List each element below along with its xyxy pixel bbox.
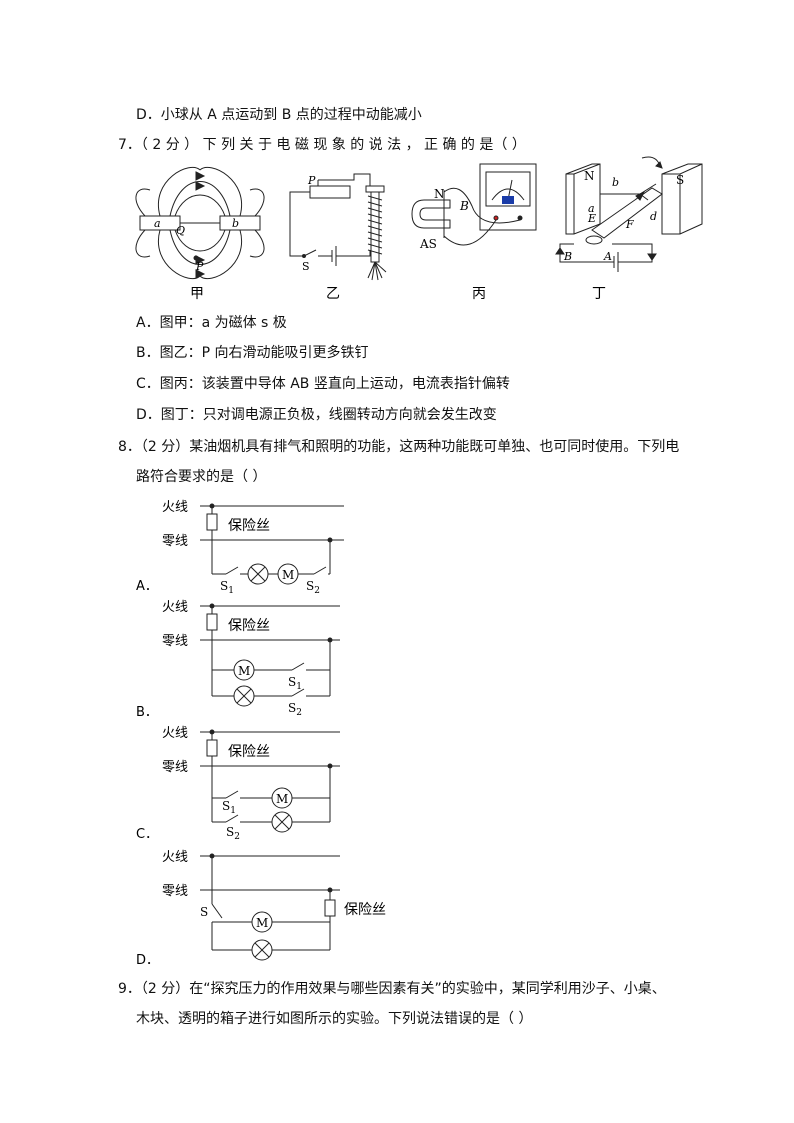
- ding-e: E: [587, 212, 596, 225]
- ding-a: a: [588, 202, 595, 215]
- jia-p: P: [195, 260, 204, 273]
- q9-line1: 9．（2 分）在“探究压力的作用效果与哪些因素有关”的实验中，某同学利用沙子、小…: [118, 981, 666, 997]
- c-live: 火线: [162, 726, 188, 741]
- ding-d: d: [650, 210, 657, 223]
- yi-s: S: [302, 260, 310, 273]
- q6-option-d: D．小球从 A 点运动到 B 点的过程中动能减小: [136, 107, 422, 123]
- ding-a-cap: A: [603, 250, 612, 263]
- c-s1: S1: [222, 799, 236, 816]
- c-s2: S2: [226, 825, 240, 842]
- circuit-b: [200, 603, 340, 707]
- ding-b: b: [612, 176, 619, 189]
- a-fuse: 保险丝: [228, 518, 270, 534]
- c-fuse: 保险丝: [228, 744, 270, 760]
- figure-bing: [411, 163, 537, 246]
- bing-as: AS: [419, 237, 437, 251]
- a-live: 火线: [162, 500, 188, 515]
- bing-b: B: [459, 199, 469, 213]
- yi-p: P: [307, 174, 316, 187]
- q7-stem: 7．（ 2 分 ） 下 列 关 于 电 磁 现 象 的 说 法 ， 正 确 的 …: [118, 137, 526, 153]
- q7-option-b: B．图乙：P 向右滑动能吸引更多铁钉: [136, 345, 369, 361]
- ding-b-cap: B: [563, 250, 572, 263]
- q7-figures: a b Q P 甲 P S 乙 N B AS 丙: [135, 156, 703, 302]
- ding-n: N: [584, 169, 595, 183]
- d-live: 火线: [162, 850, 188, 865]
- jia-label: 甲: [190, 286, 204, 302]
- q7-option-c: C．图丙：该装置中导体 AB 竖直向上运动，电流表指针偏转: [136, 376, 510, 392]
- option-d-label: D．: [136, 953, 159, 968]
- ding-s: S: [676, 173, 684, 187]
- b-fuse: 保险丝: [228, 618, 270, 634]
- c-motor: M: [276, 792, 288, 806]
- c-neutral: 零线: [162, 760, 188, 775]
- rheostat: [309, 185, 351, 199]
- q8-circuits: 火线 零线 保险丝 M S1 S2 A． 火线 零线 保险丝 M S1 S2 B…: [136, 500, 386, 968]
- circuit-c: [200, 729, 340, 833]
- d-neutral: 零线: [162, 884, 188, 899]
- q7-option-a: A．图甲：a 为磁体 s 极: [136, 315, 287, 331]
- b-motor: M: [238, 664, 250, 678]
- a-s1: S1: [220, 579, 234, 596]
- b-s1: S1: [288, 675, 302, 692]
- nail-head: [365, 185, 385, 193]
- figure-jia: [135, 166, 265, 280]
- ding-f: F: [625, 218, 634, 231]
- jia-a: a: [154, 217, 161, 230]
- magnet-b: [219, 215, 261, 231]
- b-neutral: 零线: [162, 634, 188, 649]
- q8-stem-line2: 路符合要求的是（ ）: [136, 469, 267, 485]
- bing-label: 丙: [472, 286, 486, 302]
- jia-q: Q: [176, 224, 185, 237]
- circuit-a: [200, 503, 344, 585]
- option-a-label: A．: [136, 579, 158, 594]
- q8-stem-line1: 8．（2 分）某油烟机具有排气和照明的功能，这两种功能既可单独、也可同时使用。下…: [118, 439, 680, 455]
- jia-b: b: [232, 217, 239, 230]
- ding-label: 丁: [592, 286, 606, 302]
- option-b-label: B．: [136, 705, 158, 720]
- b-live: 火线: [162, 600, 188, 615]
- a-neutral: 零线: [162, 534, 188, 549]
- circuit-d: [200, 853, 340, 961]
- figure-yi: [289, 173, 387, 281]
- a-s2: S2: [306, 579, 320, 596]
- q9-line2: 木块、透明的箱子进行如图所示的实验。下列说法错误的是（ ）: [136, 1011, 533, 1027]
- b-s2: S2: [288, 701, 302, 718]
- d-s: S: [200, 905, 208, 919]
- bing-n: N: [434, 187, 445, 201]
- option-c-label: C．: [136, 827, 158, 842]
- figure-ding: [555, 156, 703, 272]
- d-motor: M: [256, 916, 268, 930]
- q7-option-d: D．图丁：只对调电源正负极，线圈转动方向就会发生改变: [136, 407, 497, 423]
- a-motor: M: [282, 568, 294, 582]
- d-fuse: 保险丝: [344, 902, 386, 918]
- yi-label: 乙: [326, 286, 340, 302]
